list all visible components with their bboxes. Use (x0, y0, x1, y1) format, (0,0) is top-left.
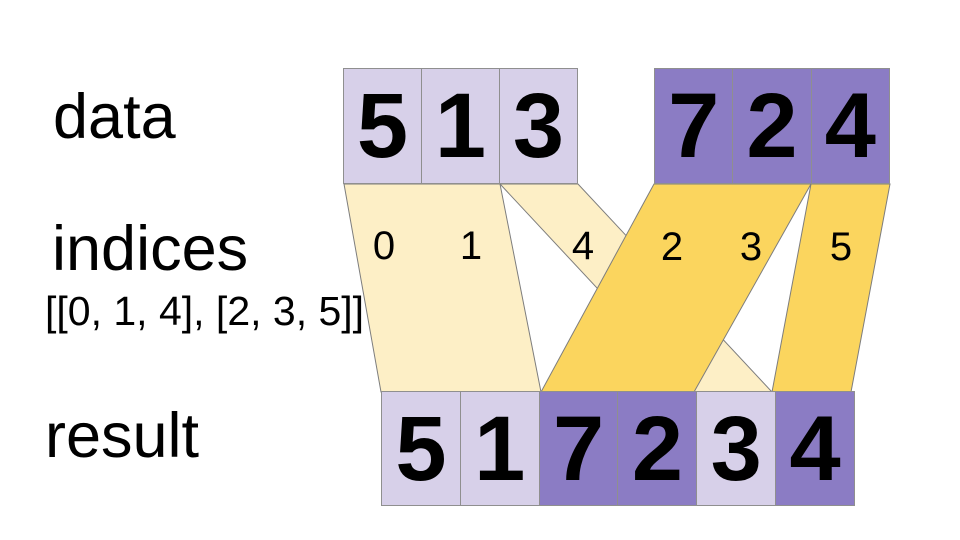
indices-notation: [[0, 1, 4], [2, 3, 5]] (45, 288, 365, 334)
data-cell: 2 (732, 69, 810, 183)
result-cell: 2 (617, 392, 697, 505)
result-label: result (45, 401, 200, 471)
data-cell: 4 (810, 69, 889, 183)
result-cell: 4 (775, 392, 854, 505)
index-digit-4: 4 (571, 224, 595, 268)
data-cell: 5 (356, 75, 409, 177)
data-cell: 7 (668, 75, 720, 177)
result-row: 5 1 7 2 3 4 (381, 391, 855, 506)
index-digit-0: 0 (372, 224, 396, 268)
index-digit-5: 5 (829, 225, 853, 269)
data-label: data (53, 82, 176, 152)
result-cell: 7 (538, 392, 618, 505)
indices-label: indices (52, 214, 249, 284)
data-group-2: 7 2 4 (654, 68, 890, 184)
band-indices-0-1 (343, 183, 542, 393)
result-cell: 5 (382, 392, 460, 505)
index-digit-3: 3 (739, 225, 763, 269)
data-group-1: 5 1 3 (343, 68, 578, 184)
data-cell: 3 (499, 69, 577, 183)
result-cell: 3 (696, 392, 776, 505)
data-cell: 1 (421, 69, 499, 183)
result-cell: 1 (459, 392, 539, 505)
index-digit-2: 2 (660, 225, 684, 269)
index-digit-1: 1 (459, 224, 483, 268)
